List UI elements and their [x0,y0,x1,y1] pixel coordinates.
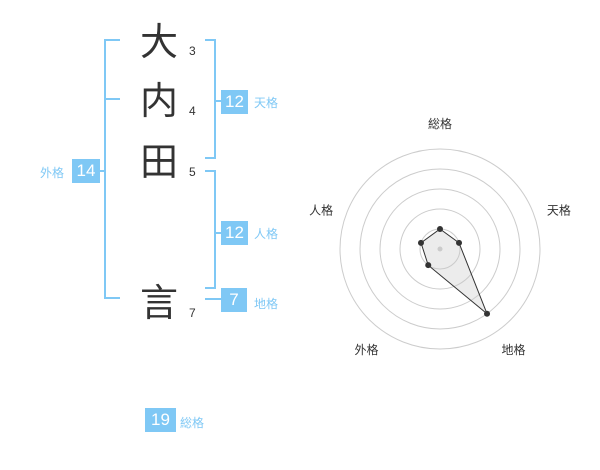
stroke-count-1: 3 [189,44,196,58]
tenkaku-bracket [205,39,216,159]
name-char-2: 内 [139,79,178,123]
chikaku-value: 7 [221,288,247,312]
stroke-count-4: 7 [189,306,196,320]
radar-axis-label-2: 天格 [547,202,571,217]
radar-axis-label-1: 総格 [428,116,452,131]
radar-grid-ring-4 [359,168,521,330]
radar-point-3 [484,310,491,317]
gaikaku-label: 外格 [40,166,65,180]
gaikaku-value: 14 [72,159,100,183]
radar-data-polygon [420,228,488,315]
stroke-count-3: 5 [189,165,196,179]
name-char-1: 大 [139,20,178,64]
radar-point-4 [425,262,432,269]
radar-axis-label-5: 人格 [309,202,333,217]
radar-grid-ring-5 [339,148,541,350]
chikaku-label: 地格 [254,297,279,311]
gaikaku-bracket [104,39,120,299]
radar-point-5 [417,239,424,246]
radar-grid-ring-3 [379,188,501,310]
name-char-3: 田 [139,140,178,184]
tenkaku-label: 天格 [254,96,279,110]
soukaku-value: 19 [145,408,176,432]
jinkaku-value: 12 [221,221,248,245]
radar-point-2 [456,239,463,246]
radar-grid-ring-2 [399,208,481,290]
name-char-4: 言 [139,281,178,325]
tenkaku-value: 12 [221,90,248,114]
radar-center-dot [437,246,443,252]
radar-axis-label-3: 地格 [501,342,525,357]
soukaku-label: 総格 [180,416,205,430]
jinkaku-bracket [205,170,216,289]
radar-axis-label-4: 外格 [354,342,378,357]
radar-point-1 [437,226,443,232]
stroke-count-2: 4 [189,104,196,118]
jinkaku-label: 人格 [254,227,279,241]
